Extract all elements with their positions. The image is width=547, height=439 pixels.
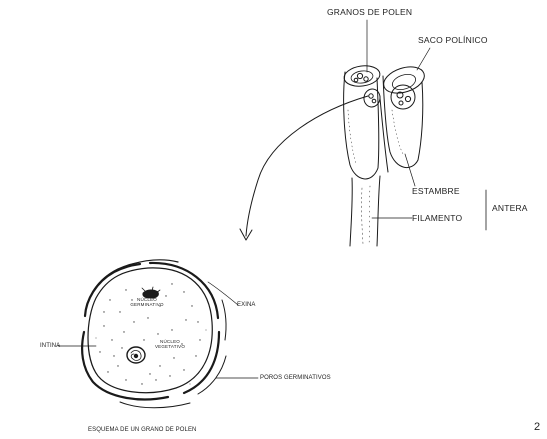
label-exine: EXINA — [237, 302, 256, 308]
label-vegetative-nucleus: NÚCLEO VEGETATIVO — [146, 339, 194, 349]
label-germinative-nucleus: NÚCLEO GERMINATIVO — [122, 297, 172, 307]
label-pollen-grains: GRANOS DE POLEN — [327, 7, 412, 17]
label-intine: INTINA — [40, 343, 60, 349]
label-filament: FILAMENTO — [412, 213, 462, 223]
label-germinative-nucleus-line2: GERMINATIVO — [122, 302, 172, 307]
figure-caption: ESQUEMA DE UN GRANO DE POLEN — [88, 427, 197, 433]
label-germinative-pores: POROS GERMINATIVOS — [260, 375, 331, 381]
label-pollen-sac: SACO POLÍNICO — [418, 35, 488, 45]
label-stamen: ESTAMBRE — [412, 186, 460, 196]
label-anther: ANTERA — [492, 203, 528, 213]
pollen-grain-drawing — [82, 260, 226, 408]
label-vegetative-nucleus-line2: VEGETATIVO — [146, 344, 194, 349]
page-number: 2 — [534, 421, 540, 433]
